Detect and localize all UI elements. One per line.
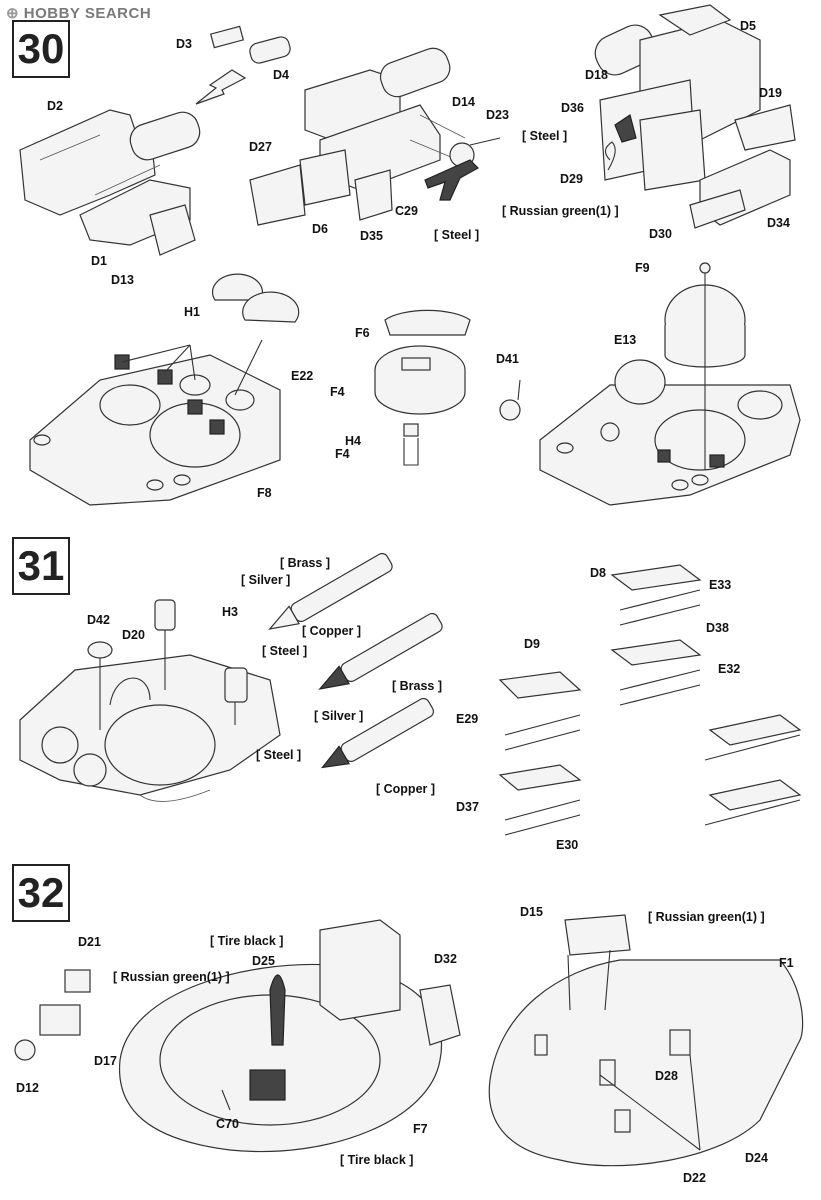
label-d25: D25	[252, 954, 275, 968]
label-e32: E32	[718, 662, 741, 676]
paint-callout-brass-b: [ Brass ]	[392, 679, 443, 693]
step-number-32: 32	[12, 864, 70, 922]
label-d14: D14	[452, 95, 475, 109]
part-d4	[249, 36, 291, 64]
part-d3	[209, 25, 245, 49]
label-d42: D42	[87, 613, 110, 627]
label-h1: H1	[184, 305, 200, 319]
label-e13: E13	[614, 333, 637, 347]
label-f6: F6	[355, 326, 370, 340]
label-e22: E22	[291, 369, 314, 383]
label-d6: D6	[312, 222, 328, 236]
paint-callout-steel-b: [ Steel ]	[256, 748, 302, 762]
step-number-31: 31	[12, 537, 70, 595]
label-d13: D13	[111, 273, 134, 287]
label-d37: D37	[456, 800, 479, 814]
paint-callout-steel-b: [ Steel ]	[522, 129, 568, 143]
watermark-text: HOBBY SEARCH	[23, 5, 152, 22]
label-f9: F9	[635, 261, 650, 275]
label-d18: D18	[585, 68, 608, 82]
label-d29: D29	[560, 172, 583, 186]
hatch-plate-right	[499, 262, 801, 506]
label-e30: E30	[556, 838, 579, 852]
paint-callout-copper-a: [ Copper ]	[302, 624, 362, 638]
label-d35: D35	[360, 229, 383, 243]
label-e29: E29	[456, 712, 479, 726]
label-d15: D15	[520, 905, 543, 919]
paint-callout-steel-a: [ Steel ]	[262, 644, 308, 658]
label-c29: C29	[395, 204, 418, 218]
assembly-arrow-icon	[195, 69, 247, 105]
paint-callout-copper-b: [ Copper ]	[376, 782, 436, 796]
cupola-f4	[374, 309, 471, 466]
label-f7: F7	[413, 1122, 428, 1136]
paint-callout-russian-green: [ Russian green(1) ]	[502, 204, 619, 218]
ammo-racks	[498, 564, 802, 836]
turret-basket-right	[488, 914, 804, 1167]
label-f4-top: F4	[330, 385, 345, 399]
hobby-search-watermark: ⊕ HOBBY SEARCH	[6, 5, 152, 22]
turret-roof	[19, 599, 281, 802]
ammo-shells	[268, 552, 443, 769]
label-d32: D32	[434, 952, 457, 966]
label-d2: D2	[47, 99, 63, 113]
label-d5: D5	[740, 19, 756, 33]
label-d23: D23	[486, 108, 509, 122]
gun-breech-right	[594, 4, 796, 229]
paint-callout-silver-a: [ Silver ]	[241, 573, 291, 587]
label-d41: D41	[496, 352, 519, 366]
paint-callout-brass-a: [ Brass ]	[280, 556, 331, 570]
paint-callout-tire-black-a: [ Tire black ]	[210, 934, 284, 948]
label-d27: D27	[249, 140, 272, 154]
label-e33: E33	[709, 578, 732, 592]
turret-basket-left	[14, 919, 461, 1153]
label-d3: D3	[176, 37, 192, 51]
label-d21: D21	[78, 935, 101, 949]
label-h3: H3	[222, 605, 238, 619]
label-h4: H4	[345, 434, 361, 448]
paint-callout-silver-b: [ Silver ]	[314, 709, 364, 723]
label-f8: F8	[257, 486, 272, 500]
label-c70: C70	[216, 1117, 239, 1131]
paint-callout-steel-a: [ Steel ]	[434, 228, 480, 242]
label-f1: F1	[779, 956, 794, 970]
paint-callout-russian-green-b: [ Russian green(1) ]	[648, 910, 765, 924]
paint-callout-tire-black-b: [ Tire black ]	[340, 1153, 414, 1167]
label-d1: D1	[91, 254, 107, 268]
gun-breech-left	[19, 109, 201, 256]
label-d12: D12	[16, 1081, 39, 1095]
label-d19: D19	[759, 86, 782, 100]
label-d34: D34	[767, 216, 790, 230]
hatch-plate-left	[29, 273, 300, 506]
step-number-30: 30	[12, 20, 70, 78]
label-d22: D22	[683, 1171, 706, 1185]
label-d38: D38	[706, 621, 729, 635]
label-d9: D9	[524, 637, 540, 651]
label-f4-bottom: F4	[335, 447, 350, 461]
label-d36: D36	[561, 101, 584, 115]
label-d30: D30	[649, 227, 672, 241]
label-d4: D4	[273, 68, 289, 82]
label-d24: D24	[745, 1151, 768, 1165]
label-d28: D28	[655, 1069, 678, 1083]
gun-breech-center	[249, 47, 501, 226]
label-d8: D8	[590, 566, 606, 580]
paint-callout-russian-green-a: [ Russian green(1) ]	[113, 970, 230, 984]
label-d17: D17	[94, 1054, 117, 1068]
label-d20: D20	[122, 628, 145, 642]
